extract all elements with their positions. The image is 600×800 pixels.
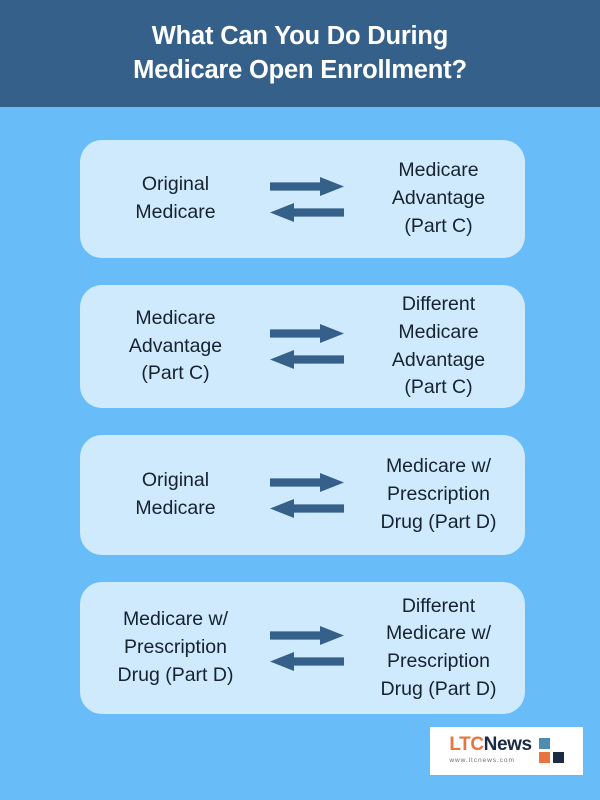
arrow-left-icon bbox=[270, 498, 344, 518]
bidirectional-arrows bbox=[261, 176, 353, 222]
list-item: Original Medicare Medicare Advantage (Pa… bbox=[80, 140, 525, 258]
header-banner: What Can You Do During Medicare Open Enr… bbox=[0, 0, 600, 107]
squares-mark-icon bbox=[538, 738, 564, 763]
option-from-label: Medicare w/ Prescription Drug (Part D) bbox=[117, 608, 234, 686]
page-title: What Can You Do During Medicare Open Enr… bbox=[133, 21, 467, 84]
option-to-label: Medicare Advantage (Part C) bbox=[391, 159, 486, 237]
arrow-left-icon bbox=[270, 350, 344, 369]
logo-square-navy bbox=[552, 752, 564, 763]
arrow-left-icon bbox=[270, 202, 344, 222]
option-to-label: Medicare w/ Prescription Drug (Part D) bbox=[380, 455, 497, 533]
option-to-label: Different Medicare Advantage (Part C) bbox=[391, 293, 486, 399]
list-item: Original Medicare Medicare w/ Prescripti… bbox=[80, 435, 525, 555]
logo-brand-secondary: News bbox=[483, 734, 532, 756]
arrow-right-icon bbox=[270, 324, 344, 343]
arrow-right-icon bbox=[270, 176, 344, 196]
logo-square-blue bbox=[538, 738, 550, 749]
arrow-right-icon bbox=[270, 472, 344, 492]
arrow-right-icon bbox=[270, 625, 344, 645]
list-item: Medicare Advantage (Part C) Different Me… bbox=[80, 285, 525, 408]
bidirectional-arrows bbox=[261, 472, 353, 518]
logo-website-url: www.ltcnews.com bbox=[449, 757, 515, 765]
option-to-label: Different Medicare w/ Prescription Drug … bbox=[380, 594, 497, 700]
logo-wordmark: LTCNews www.ltcnews.com bbox=[449, 734, 532, 765]
logo-brand-primary: LTC bbox=[449, 734, 484, 756]
logo-square-orange bbox=[538, 752, 550, 763]
arrow-left-icon bbox=[270, 651, 344, 671]
option-from-label: Medicare Advantage (Part C) bbox=[128, 306, 223, 385]
enrollment-options-list: Original Medicare Medicare Advantage (Pa… bbox=[80, 140, 525, 714]
option-from-label: Original Medicare bbox=[135, 173, 216, 223]
brand-logo: LTCNews www.ltcnews.com bbox=[430, 727, 583, 775]
bidirectional-arrows bbox=[261, 324, 353, 369]
list-item: Medicare w/ Prescription Drug (Part D) D… bbox=[80, 582, 525, 714]
bidirectional-arrows bbox=[261, 625, 353, 671]
logo-square-empty bbox=[553, 738, 564, 749]
option-from-label: Original Medicare bbox=[135, 469, 216, 519]
